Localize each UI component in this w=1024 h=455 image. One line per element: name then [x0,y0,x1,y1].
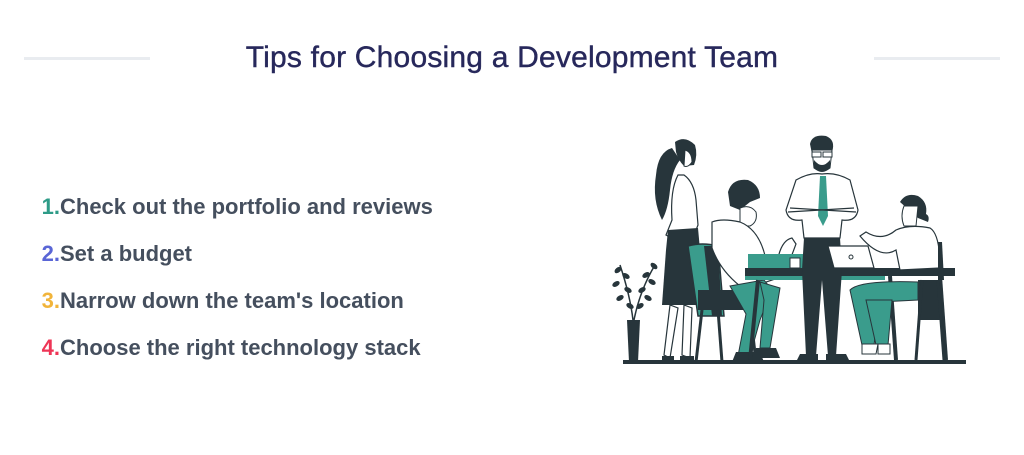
tip-text: Set a budget [60,240,193,266]
man-standing-icon [785,135,859,362]
tip-text: Narrow down the team's location [60,287,404,313]
laptop-icon [827,245,875,269]
tip-number: 2. [41,240,60,266]
tip-number: 4. [41,334,60,360]
tip-item-3: 3. Narrow down the team's location [24,277,433,324]
floor-line [623,360,966,364]
mug-icon [789,257,801,269]
man-seated-icon [711,179,797,362]
tip-number: 3. [41,287,60,313]
right-divider [874,57,1000,60]
plant-icon [612,262,658,362]
team-meeting-illustration [600,130,980,370]
tip-item-4: 4. Choose the right technology stack [24,324,433,371]
tip-text: Choose the right technology stack [60,334,421,360]
tip-item-1: 1. Check out the portfolio and reviews [24,183,433,230]
tip-text: Check out the portfolio and reviews [60,193,433,219]
header: Tips for Choosing a Development Team [0,36,1024,80]
page-title: Tips for Choosing a Development Team [245,41,779,74]
woman-seated-icon [849,194,946,361]
tip-number: 1. [41,193,60,219]
tip-item-2: 2. Set a budget [24,230,433,277]
left-divider [24,57,150,60]
woman-standing-icon [654,139,700,362]
tips-list: 1. Check out the portfolio and reviews 2… [24,183,433,371]
